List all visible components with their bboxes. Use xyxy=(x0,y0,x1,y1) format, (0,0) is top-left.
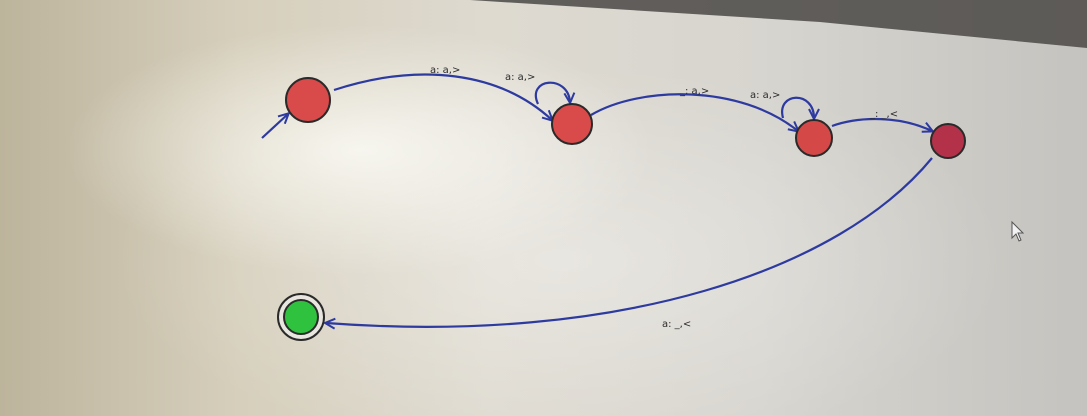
state-q3[interactable] xyxy=(930,123,966,159)
self-loop-q1[interactable] xyxy=(534,81,570,105)
state-q2[interactable] xyxy=(795,119,833,157)
state-q1[interactable] xyxy=(551,103,593,145)
transition-label: _: a,> xyxy=(679,86,709,97)
transition-label: a: _,< xyxy=(662,319,691,330)
transition-label: _: _,< xyxy=(869,109,898,120)
transition-label: a: a,> xyxy=(750,90,780,101)
monitor-bezel xyxy=(470,0,1087,48)
mouse-cursor-icon xyxy=(1011,220,1025,242)
transition-q1-q2[interactable] xyxy=(590,93,798,131)
state-q0[interactable] xyxy=(285,77,331,123)
start-arrow xyxy=(261,114,288,139)
transition-q2-q3[interactable] xyxy=(831,117,932,131)
transition-label: a: a,> xyxy=(430,65,460,76)
transition-q3-accept[interactable] xyxy=(326,157,933,327)
state-accept[interactable] xyxy=(277,293,325,341)
transition-q0-q1[interactable] xyxy=(333,73,552,120)
transition-label: a: a,> xyxy=(505,72,535,83)
self-loop-q2[interactable] xyxy=(781,96,814,118)
